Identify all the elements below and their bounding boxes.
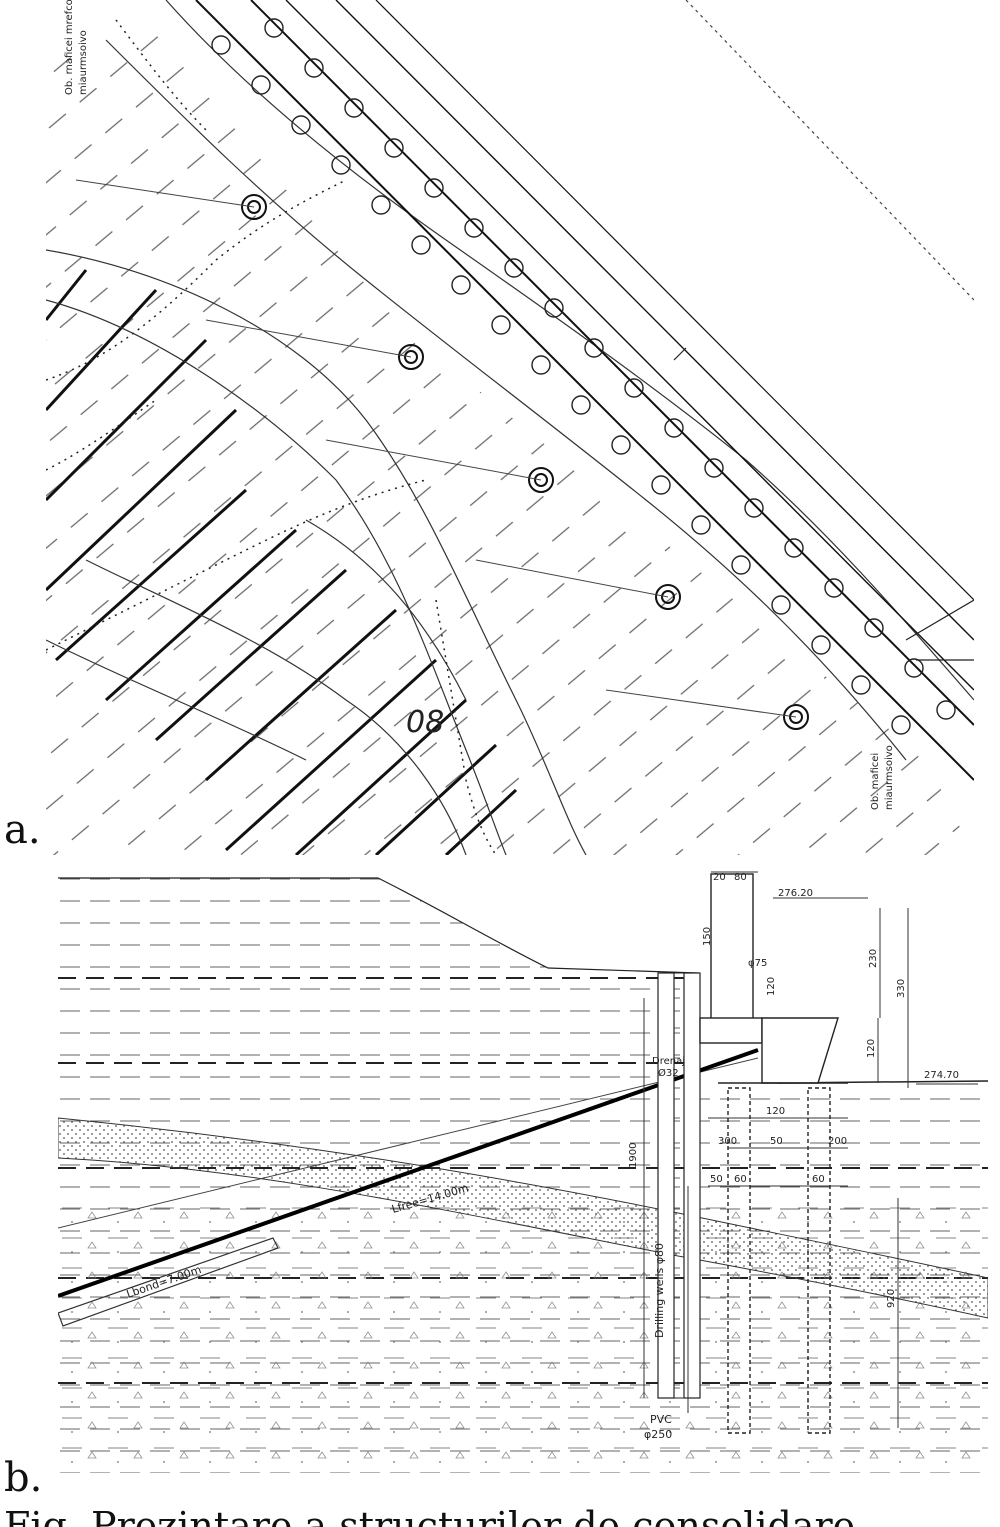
dim-230: 230 (868, 949, 879, 968)
dim-120-right: 120 (866, 1039, 877, 1058)
dim-200: 50 (770, 1136, 783, 1147)
curb-label-3: Ob. maficei (870, 753, 881, 810)
anchor-tendon (58, 1048, 759, 1298)
sand-lens (58, 1117, 988, 1319)
panel-b-label: b. (4, 1455, 43, 1501)
cross-section-svg: Lbond=7.00m Lfree=14.00m Drilling wells … (58, 871, 988, 1473)
pile-circles (211, 18, 956, 735)
drilling-well-label: Drilling wells φ80 (653, 1243, 666, 1338)
curb-label-4: miaurmsoivo (884, 745, 895, 810)
curb-label-1: Ob. rnaficei mrefcol (64, 0, 75, 95)
section-marker (673, 347, 974, 661)
dashed-hatch-zone (46, 20, 974, 855)
dim-50-right: 200 (828, 1136, 847, 1147)
anchor-lines (75, 179, 797, 718)
bond-zone-box (58, 1237, 279, 1327)
plan-view-svg: 08 Ob. rnaficei mrefcol miaurmsoivo Ob. … (46, 0, 974, 855)
retaining-wall (699, 873, 848, 1434)
panel-a-label: a. (4, 807, 41, 853)
ground-surface-line (58, 877, 699, 974)
elevation-top: 276.20 (778, 888, 813, 899)
dim-300: 120 (766, 1106, 785, 1117)
dim-60-a: 50 (710, 1174, 723, 1185)
dim-150: 150 (702, 927, 713, 946)
figure-caption: Fig. Prezintare a structurilor de consol… (4, 1504, 856, 1527)
drain-label: Drenaj (652, 1056, 685, 1067)
pipe-label-phi75: φ75 (748, 958, 767, 969)
pvc-label: PVC (650, 1413, 672, 1426)
dim-120-cap: 120 (766, 977, 777, 996)
dim-920: 920 (886, 1289, 897, 1308)
dim-80: 80 (734, 872, 747, 883)
plan-view-drawing: 08 Ob. rnaficei mrefcol miaurmsoivo Ob. … (46, 0, 974, 855)
pvc-diameter-label: φ250 (644, 1428, 672, 1441)
pile-wall-band (195, 0, 974, 781)
dim-330: 330 (896, 979, 907, 998)
drain-diameter-label: Ø32 (658, 1067, 679, 1079)
dim-50-left: 300 (718, 1136, 737, 1147)
well-depth-dimension: 1900 (628, 1143, 639, 1168)
dimension-lines (687, 871, 978, 1428)
anchor-free-line (58, 1057, 759, 1229)
dim-60-c: 60 (812, 1174, 825, 1185)
slope-tick-lines (46, 19, 497, 855)
dim-20: 20 (713, 872, 726, 883)
elevation-platform: 274.70 (924, 1070, 959, 1081)
curb-label-2: miaurmsoivo (78, 30, 89, 95)
dim-60-b: 60 (734, 1174, 747, 1185)
contour-lines (46, 0, 974, 855)
contour-number-label: 08 (406, 705, 444, 740)
cross-section-drawing: Lbond=7.00m Lfree=14.00m Drilling wells … (58, 868, 988, 1473)
rock-layer (58, 1198, 988, 1473)
drainage-well-circles (241, 194, 809, 730)
